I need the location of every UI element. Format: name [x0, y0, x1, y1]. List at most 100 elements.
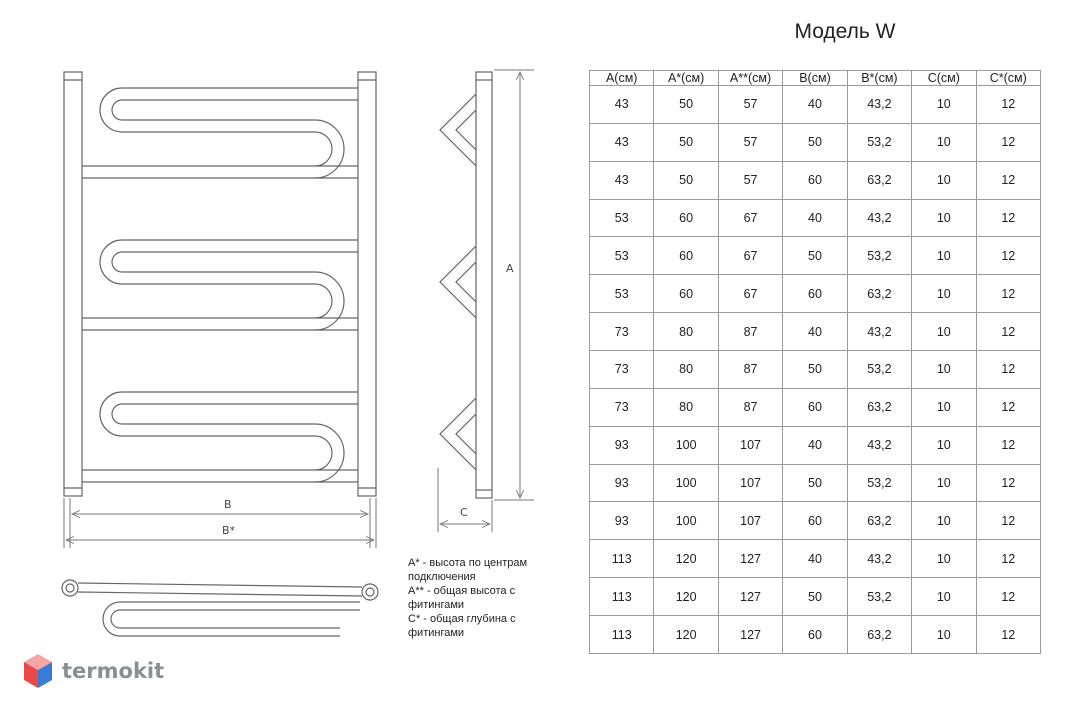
table-cell: 12: [975, 274, 1042, 314]
table-cell: 53,2: [846, 350, 913, 389]
table-cell: 12: [975, 463, 1042, 503]
table-cell: 53,2: [846, 122, 913, 162]
dimensions-table: A(см) A*(см) A**(см) B(см) B*(см) C(см) …: [588, 70, 1042, 654]
table-cell: 87: [717, 312, 784, 352]
table-cell: 120: [653, 539, 719, 579]
table-cell: 10: [911, 236, 977, 276]
table-cell: 80: [653, 387, 719, 427]
table-cell: 120: [653, 615, 719, 654]
legend-line: подключения: [408, 571, 476, 583]
table-cell: 50: [782, 236, 848, 276]
table-cell: 113: [588, 615, 655, 654]
header-b: B(см): [782, 70, 848, 86]
table-cell: 12: [975, 160, 1042, 200]
table-cell: 93: [588, 501, 655, 541]
header-a-star: A*(см): [653, 70, 719, 86]
table-cell: 73: [588, 387, 655, 427]
side-view-drawing: [439, 71, 493, 499]
top-view-drawing: [61, 579, 379, 637]
table-cell: 40: [782, 198, 848, 238]
table-cell: 127: [717, 577, 784, 617]
table-cell: 12: [975, 236, 1042, 276]
table-cell: 63,2: [846, 615, 913, 654]
table-cell: 100: [653, 501, 719, 541]
table-cell: 63,2: [846, 274, 913, 314]
table-cell: 43,2: [846, 539, 913, 579]
table-cell: 53,2: [846, 577, 913, 617]
table-cell: 40: [782, 539, 848, 579]
table-cell: 57: [717, 122, 784, 162]
width-dimension-lines: [63, 498, 377, 548]
table-cell: 67: [717, 198, 784, 238]
table-cell: 63,2: [846, 501, 913, 541]
legend-line: C* - общая глубина с: [408, 613, 516, 625]
table-cell: 10: [911, 425, 977, 465]
table-cell: 60: [653, 236, 719, 276]
table-cell: 10: [911, 85, 977, 124]
table-cell: 12: [975, 425, 1042, 465]
table-cell: 53: [588, 274, 655, 314]
table-cell: 10: [911, 615, 977, 654]
table-cell: 100: [653, 463, 719, 503]
label-b: B: [224, 498, 232, 511]
front-view-drawing: [63, 71, 377, 497]
table-cell: 53,2: [846, 236, 913, 276]
table-cell: 50: [653, 160, 719, 200]
table-cell: 50: [782, 350, 848, 389]
table-cell: 60: [782, 387, 848, 427]
table-cell: 12: [975, 350, 1042, 389]
table-cell: 12: [975, 501, 1042, 541]
table-cell: 60: [653, 198, 719, 238]
table-cell: 10: [911, 160, 977, 200]
table-cell: 40: [782, 312, 848, 352]
table-cell: 63,2: [846, 160, 913, 200]
table-cell: 50: [653, 85, 719, 124]
table-cell: 43: [588, 160, 655, 200]
table-cell: 10: [911, 350, 977, 389]
legend-line: A** - общая высота с: [408, 585, 516, 597]
table-cell: 53: [588, 236, 655, 276]
table-cell: 113: [588, 539, 655, 579]
table-cell: 63,2: [846, 387, 913, 427]
table-cell: 73: [588, 312, 655, 352]
table-cell: 10: [911, 312, 977, 352]
legend-line: фитингами: [408, 599, 465, 611]
label-b-star: B*: [222, 524, 236, 537]
table-cell: 12: [975, 577, 1042, 617]
table-cell: 40: [782, 425, 848, 465]
table-cell: 113: [588, 577, 655, 617]
table-cell: 10: [911, 577, 977, 617]
table-cell: 12: [975, 312, 1042, 352]
table-cell: 12: [975, 122, 1042, 162]
table-cell: 80: [653, 312, 719, 352]
table-cell: 107: [717, 501, 784, 541]
header-a: A(см): [588, 70, 655, 86]
table-cell: 43,2: [846, 85, 913, 124]
table-cell: 57: [717, 85, 784, 124]
table-cell: 127: [717, 615, 784, 654]
table-cell: 10: [911, 539, 977, 579]
table-cell: 12: [975, 85, 1042, 124]
brand-watermark: termokit: [24, 653, 164, 689]
table-cell: 50: [782, 122, 848, 162]
table-cell: 12: [975, 539, 1042, 579]
table-cell: 100: [653, 425, 719, 465]
table-cell: 12: [975, 615, 1042, 654]
table-cell: 43: [588, 85, 655, 124]
table-cell: 120: [653, 577, 719, 617]
label-c: C: [460, 506, 468, 519]
model-title: Модель W: [794, 20, 896, 43]
table-cell: 43,2: [846, 425, 913, 465]
table-cell: 60: [782, 501, 848, 541]
table-cell: 107: [717, 463, 784, 503]
table-cell: 10: [911, 274, 977, 314]
table-cell: 10: [911, 198, 977, 238]
